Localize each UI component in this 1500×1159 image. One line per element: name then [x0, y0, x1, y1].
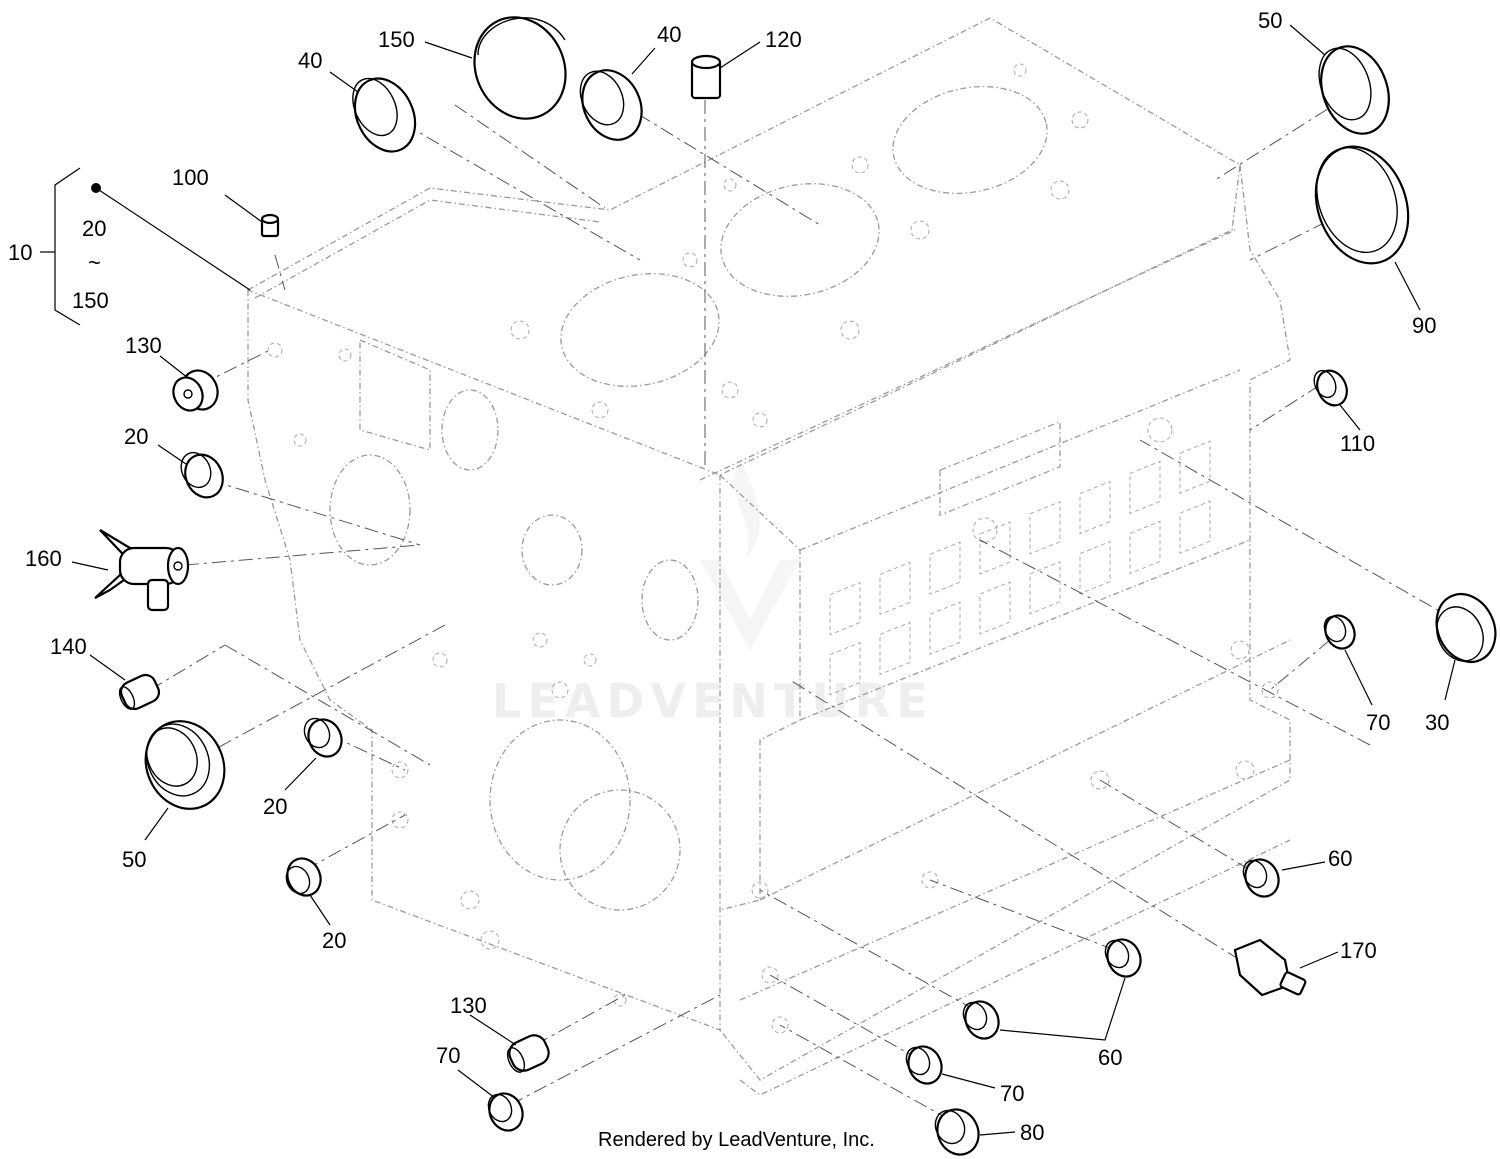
plug-90 — [1314, 145, 1410, 265]
label-80: 80 — [1020, 1120, 1044, 1145]
plug-20-upper — [180, 451, 224, 499]
label-70-right: 70 — [1366, 710, 1390, 735]
label-70-bottom-left: 70 — [436, 1043, 460, 1068]
label-30: 30 — [1425, 710, 1449, 735]
front-face-features — [267, 339, 699, 1007]
label-110: 110 — [1340, 431, 1375, 456]
engine-block-outline — [246, 17, 1291, 1096]
rendered-by-credit: Rendered by LeadVenture, Inc. — [598, 1129, 875, 1151]
label-50-top: 50 — [1258, 8, 1282, 33]
label-150: 150 — [378, 27, 415, 52]
label-range-tilde: ~ — [88, 250, 101, 275]
label-60-bottom: 60 — [1098, 1045, 1122, 1070]
label-90: 90 — [1412, 313, 1436, 338]
seal-30 — [1435, 593, 1497, 663]
plug-70-bottom-left — [487, 1092, 524, 1132]
plug-80 — [934, 1108, 980, 1156]
plug-20-low — [285, 857, 322, 897]
label-120: 120 — [765, 27, 802, 52]
label-140: 140 — [50, 634, 87, 659]
assembly-axes — [149, 94, 1456, 1121]
label-10: 10 — [8, 240, 32, 265]
cylinder-bores — [510, 63, 1089, 428]
plug-150 — [473, 16, 567, 120]
label-160: 160 — [25, 546, 62, 571]
label-40-left: 40 — [298, 48, 322, 73]
bush-130-top — [172, 369, 219, 412]
label-20-upper: 20 — [124, 424, 148, 449]
pin-100 — [260, 213, 280, 238]
label-70-bottom: 70 — [1000, 1081, 1024, 1106]
drain-cock-160 — [94, 529, 190, 612]
label-170: 170 — [1340, 938, 1377, 963]
bush-130-bottom — [506, 1034, 550, 1073]
label-50-left: 50 — [122, 847, 146, 872]
bush-110 — [1313, 369, 1348, 407]
seal-50-left — [144, 720, 226, 810]
plug-60-right — [1242, 858, 1280, 898]
plug-40-left — [352, 77, 417, 153]
plug-50-top — [1318, 45, 1390, 135]
side-face-windows — [751, 417, 1279, 1034]
plug-40-mid — [579, 69, 643, 141]
label-20-mid: 20 — [263, 794, 287, 819]
plug-60-mid — [1104, 938, 1142, 978]
leader-lines — [40, 24, 1456, 1136]
plug-60-low — [962, 1000, 1000, 1040]
label-20-low: 20 — [322, 928, 346, 953]
label-40-mid: 40 — [657, 22, 681, 47]
callout-labels: 10 20 ~ 150 100 40 150 40 120 50 90 130 … — [8, 8, 1449, 1145]
label-150-range-bottom: 150 — [72, 288, 109, 313]
watermark-logo — [700, 460, 800, 650]
plug-70-right — [1323, 614, 1356, 650]
label-100: 100 — [172, 165, 209, 190]
label-130-bottom: 130 — [450, 993, 487, 1018]
bush-140 — [118, 673, 161, 711]
label-130-top: 130 — [125, 333, 162, 358]
plug-20-mid — [303, 717, 343, 758]
dowel-120 — [690, 54, 722, 100]
sensor-170 — [1233, 938, 1307, 997]
label-20-range-top: 20 — [82, 216, 106, 241]
plug-70-bottom — [905, 1045, 943, 1085]
label-60-right: 60 — [1328, 846, 1352, 871]
